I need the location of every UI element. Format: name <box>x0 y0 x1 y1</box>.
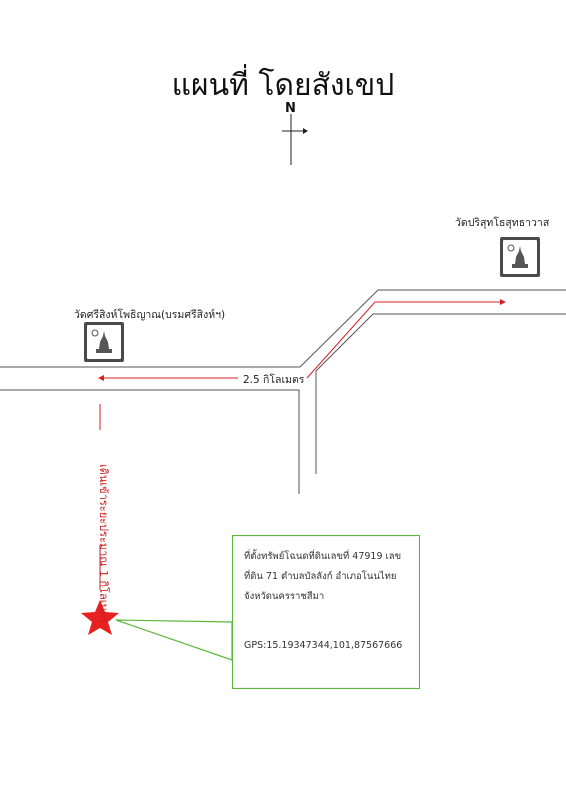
star-icon <box>81 600 119 635</box>
road-edge-west-upper <box>0 289 566 368</box>
temple-east-label: วัดปริสุทโธสุทธาวาส <box>455 217 550 229</box>
north-label: N <box>285 101 296 116</box>
info-box <box>232 535 420 689</box>
map-title: แผนที่ โดยสังเขป <box>171 68 395 103</box>
road-edge-east-inner <box>315 313 566 474</box>
north-arrow <box>282 114 308 165</box>
distance-label: 2.5 กิโลเมตร <box>243 374 305 386</box>
temple-west-label: วัดศรีสิงห์โพธิญาณ(บรมศรีสิงห์ฯ) <box>74 309 226 321</box>
temple-icon <box>500 237 540 277</box>
gps-text: GPS:15.19347344,101,87567666 <box>244 640 403 651</box>
address-text: ที่ตั้งทรัพย์โฉนดที่ดินเลขที่ 47919 เลขท… <box>244 551 402 602</box>
route-arrows <box>98 299 506 590</box>
callout-pointer <box>115 619 233 661</box>
temple-icon <box>84 322 124 362</box>
road-network <box>0 289 566 494</box>
route-east-line <box>306 301 500 379</box>
walk-distance-label: เดินเข้าระยะประมาณ 1 กิโลเมตร <box>97 464 110 624</box>
road-edge-west-lower <box>0 389 300 494</box>
